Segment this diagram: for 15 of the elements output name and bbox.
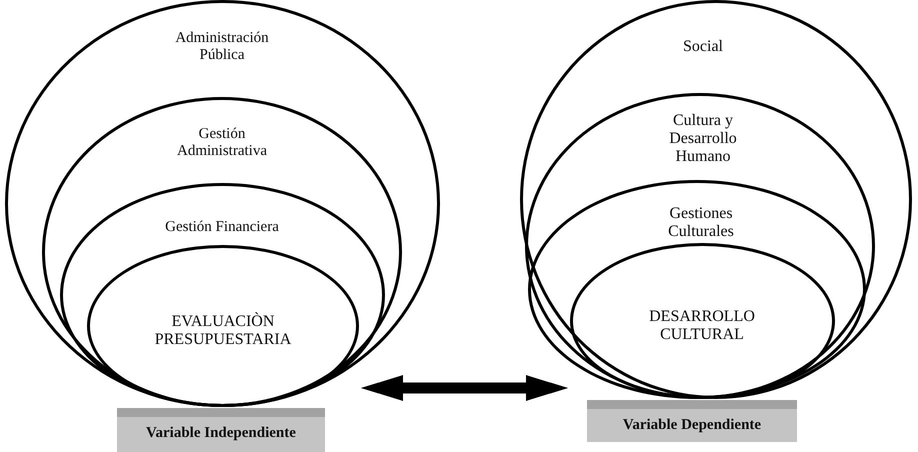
double-arrow [361, 375, 568, 401]
nested-ellipse [520, 0, 912, 399]
nested-ellipse [525, 93, 875, 399]
nested-ellipse [5, 0, 440, 407]
ellipse-label: Gestión Financiera [164, 219, 280, 236]
ellipse-label: Administración Pública [174, 30, 270, 64]
ellipse-label: EVALUACIÒN PRESUPUESTARIA [154, 313, 292, 350]
pedestal: Variable Dependiente [587, 400, 797, 442]
ellipse-label: Gestiones Culturales [667, 205, 735, 242]
nested-ellipse [42, 97, 402, 407]
pedestal: Variable Independiente [117, 408, 325, 452]
ellipse-label: Social [682, 38, 724, 56]
ellipse-label: Cultura y Desarrollo Humano [668, 112, 738, 166]
ellipse-label: Gestión Administrativa [176, 126, 268, 160]
ellipse-label: DESARROLLO CULTURAL [648, 308, 756, 344]
